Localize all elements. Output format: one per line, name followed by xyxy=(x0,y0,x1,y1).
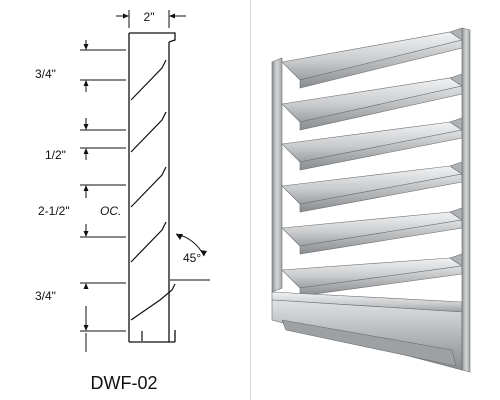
blade-gap-label: 1/2" xyxy=(45,148,66,162)
angle-label: 45° xyxy=(183,251,201,265)
blade-6 xyxy=(281,253,467,297)
right-frame xyxy=(461,27,471,373)
blade-5 xyxy=(281,207,467,255)
bottom-sill xyxy=(271,291,463,371)
left-dimension-arrows xyxy=(83,44,89,331)
blade-3 xyxy=(281,117,467,171)
louver-blades xyxy=(281,27,467,297)
angle-callout xyxy=(170,233,210,281)
width-dimension xyxy=(116,10,186,28)
blade-pitch-label: 2-1/2" xyxy=(38,204,70,218)
left-frame xyxy=(271,57,283,293)
bottom-spacing-label: 3/4" xyxy=(35,289,56,303)
width-label: 2" xyxy=(144,10,155,24)
top-spacing-label: 3/4" xyxy=(35,67,56,81)
model-label: DWF-02 xyxy=(91,373,158,393)
blade-4 xyxy=(281,161,467,213)
panel-divider xyxy=(250,0,251,400)
blade-pitch-suffix: OC. xyxy=(100,204,121,218)
blade-1 xyxy=(281,27,467,89)
blade-profiles xyxy=(130,59,176,341)
section-drawing: 2" xyxy=(35,10,210,393)
